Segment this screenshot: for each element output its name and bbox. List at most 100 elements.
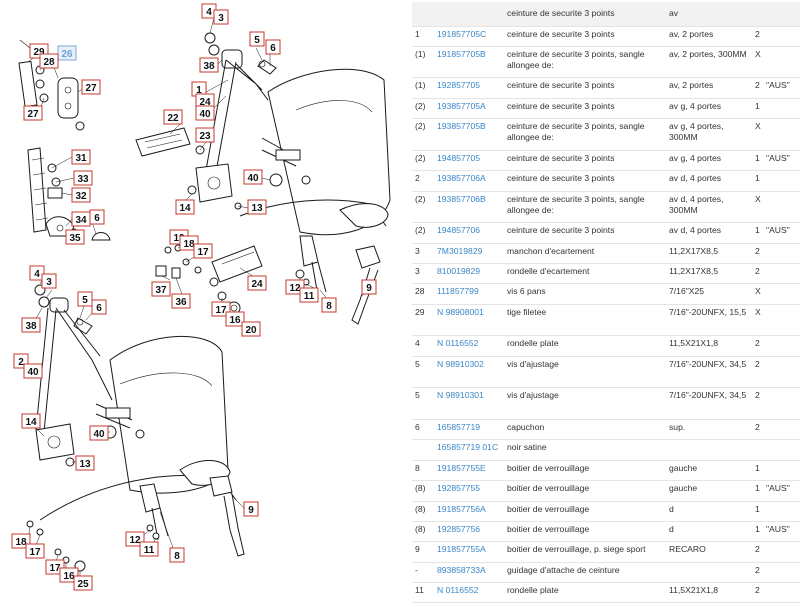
- part-number-link[interactable]: 191857705B: [437, 48, 486, 59]
- part-number-cell: 165857719 01C: [434, 440, 504, 460]
- callout-4[interactable]: 4: [29, 265, 45, 281]
- callout-9[interactable]: 9: [243, 501, 259, 517]
- svg-text:9: 9: [366, 283, 372, 294]
- part-number-link[interactable]: N 98908001: [437, 306, 484, 317]
- callout-17[interactable]: 17: [193, 243, 213, 259]
- callout-8[interactable]: 8: [169, 547, 185, 563]
- callout-27[interactable]: 27: [23, 105, 43, 121]
- part-quantity: 1: [755, 173, 760, 184]
- callout-40[interactable]: 40: [243, 169, 263, 185]
- callout-6[interactable]: 6: [265, 39, 281, 55]
- callout-40[interactable]: 40: [195, 105, 215, 121]
- part-remark: av g, 4 portes: [669, 152, 722, 163]
- part-number-link[interactable]: 193857706A: [437, 173, 486, 184]
- part-number-link[interactable]: 191857705C: [437, 28, 487, 39]
- callout-28[interactable]: 28: [39, 53, 59, 69]
- callout-11[interactable]: 11: [139, 541, 159, 557]
- callout-38[interactable]: 38: [199, 57, 219, 73]
- callout-13[interactable]: 13: [75, 455, 95, 471]
- callout-3[interactable]: 3: [213, 9, 229, 25]
- part-number-link[interactable]: 165857719: [437, 421, 481, 432]
- part-number-link[interactable]: 191857755E: [437, 462, 486, 473]
- part-code: "AUS": [766, 80, 790, 91]
- callout-5[interactable]: 5: [249, 31, 265, 47]
- callout-20[interactable]: 20: [241, 321, 261, 337]
- part-code: [763, 191, 800, 223]
- callout-14[interactable]: 14: [21, 413, 41, 429]
- svg-text:38: 38: [203, 61, 215, 72]
- part-remark: d: [669, 523, 674, 534]
- header-ref: [434, 2, 504, 26]
- part-number-cell: 192857755: [434, 481, 504, 501]
- part-number-link[interactable]: N 0116552: [437, 338, 479, 349]
- svg-text:38: 38: [25, 321, 37, 332]
- part-number-cell: 194857705: [434, 150, 504, 170]
- callout-33[interactable]: 33: [73, 170, 93, 186]
- callout-36[interactable]: 36: [171, 293, 191, 309]
- part-number-link[interactable]: 192857755: [437, 483, 481, 494]
- callout-8[interactable]: 8: [321, 297, 337, 313]
- svg-text:11: 11: [304, 291, 315, 302]
- part-number-link[interactable]: 165857719 01C: [437, 442, 499, 453]
- part-number-link[interactable]: 193857705B: [437, 121, 486, 132]
- part-number-link[interactable]: 193857706B: [437, 193, 486, 204]
- part-number-link[interactable]: 893858733A: [437, 564, 486, 575]
- part-number-link[interactable]: 191857755A: [437, 544, 486, 555]
- part-quantity: 1: [755, 100, 760, 111]
- callout-38[interactable]: 38: [21, 317, 41, 333]
- part-number-link[interactable]: 192857756: [437, 523, 481, 534]
- callout-23[interactable]: 23: [195, 127, 215, 143]
- part-position: (1): [415, 80, 426, 91]
- callout-6[interactable]: 6: [89, 209, 105, 225]
- callout-25[interactable]: 25: [73, 575, 93, 591]
- callout-34[interactable]: 34: [71, 211, 91, 227]
- callout-27[interactable]: 27: [81, 79, 101, 95]
- part-code: [763, 440, 800, 460]
- part-number-link[interactable]: N 0116552: [437, 585, 479, 596]
- callout-24[interactable]: 24: [247, 275, 267, 291]
- part-position: (8): [415, 503, 426, 514]
- part-code: [763, 501, 800, 521]
- callout-35[interactable]: 35: [65, 229, 85, 245]
- part-number-link[interactable]: 191857756A: [437, 503, 486, 514]
- callout-17[interactable]: 17: [25, 543, 45, 559]
- part-number-link[interactable]: 111857799: [437, 286, 479, 297]
- part-number-link[interactable]: 810019829: [437, 266, 481, 277]
- callout-32[interactable]: 32: [71, 187, 91, 203]
- callout-9[interactable]: 9: [361, 279, 377, 295]
- callout-31[interactable]: 31: [71, 149, 91, 165]
- callout-26[interactable]: 26: [57, 45, 77, 61]
- part-remark: av, 2 portes: [669, 28, 714, 39]
- callout-37[interactable]: 37: [151, 281, 171, 297]
- part-position: 1: [415, 28, 420, 39]
- part-number-link[interactable]: 192857705: [437, 80, 481, 91]
- part-number-cell: N 98908001: [434, 304, 504, 336]
- part-number-link[interactable]: 194857706: [437, 225, 481, 236]
- callout-16[interactable]: 16: [225, 311, 245, 327]
- callout-11[interactable]: 11: [299, 287, 319, 303]
- part-quantity: 1: [755, 523, 760, 534]
- callout-13[interactable]: 13: [247, 199, 267, 215]
- callout-14[interactable]: 14: [175, 199, 195, 215]
- part-number-link[interactable]: N 98910301: [437, 390, 484, 401]
- part-number-link[interactable]: N 98910302: [437, 358, 484, 369]
- part-number-link[interactable]: 194857705: [437, 152, 481, 163]
- callout-6[interactable]: 6: [91, 299, 107, 315]
- callout-3[interactable]: 3: [41, 273, 57, 289]
- callout-40[interactable]: 40: [23, 363, 43, 379]
- part-code: "AUS": [766, 483, 790, 494]
- part-position: (2): [415, 152, 426, 163]
- callout-40[interactable]: 40: [89, 425, 109, 441]
- part-number-link[interactable]: 193857705A: [437, 100, 486, 111]
- callout-5[interactable]: 5: [77, 291, 93, 307]
- part-code: [763, 460, 800, 480]
- part-quantity: 2: [755, 80, 760, 91]
- callout-22[interactable]: 22: [163, 109, 183, 125]
- part-remark: gauche: [669, 483, 698, 494]
- part-number-link[interactable]: 7M3019829: [437, 245, 483, 256]
- part-code: [763, 243, 800, 263]
